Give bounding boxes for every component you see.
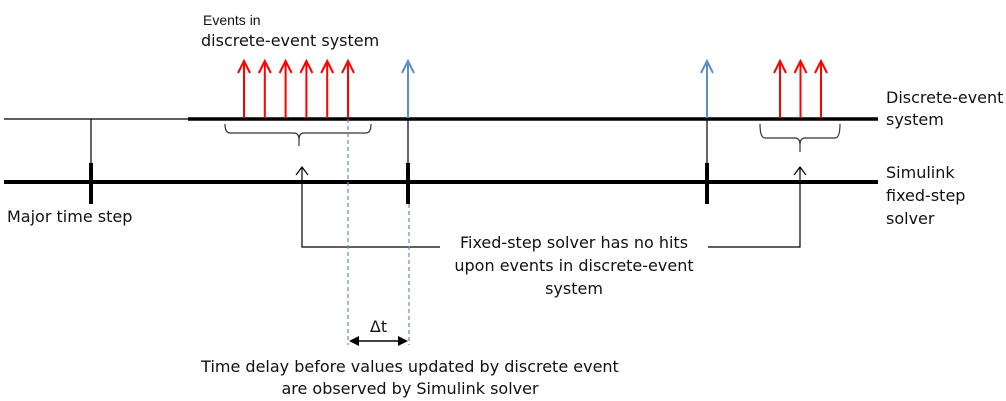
delta-t-label: Δt <box>369 317 388 336</box>
event-arrow <box>237 58 251 118</box>
delta-t-arrow <box>349 336 408 346</box>
event-arrow <box>320 58 335 118</box>
event-arrow <box>278 58 293 118</box>
event-arrow <box>793 58 808 118</box>
callout-arrowhead-left <box>295 166 309 176</box>
major-time-step-ticks <box>89 119 709 204</box>
delay-caption-line2: are observed by Simulink solver <box>281 379 539 398</box>
delta-t-arrowhead-right <box>398 336 408 346</box>
event-arrow <box>341 58 355 118</box>
event-arrow <box>257 58 272 118</box>
right-event-brace <box>759 123 841 152</box>
solver-label-line2: fixed-step <box>886 186 966 205</box>
no-hits-callout <box>295 166 807 248</box>
event-arrow <box>299 58 314 118</box>
callout-arrowhead-right <box>793 166 807 176</box>
solver-label-line3: solver <box>886 209 935 228</box>
no-hits-line2: upon events in discrete-event <box>454 256 694 275</box>
discrete-event-label-line2: system <box>886 110 944 129</box>
event-arrow <box>814 58 828 118</box>
left-event-brace <box>224 123 372 146</box>
major-time-step-label: Major time step <box>7 207 133 226</box>
discrete-event-label-line1: Discrete-event <box>886 88 1004 107</box>
delta-t-arrowhead-left <box>349 336 359 346</box>
delay-caption-line1: Time delay before values updated by disc… <box>201 357 619 376</box>
callout-line-left <box>301 168 440 248</box>
solver-hit-arrow <box>700 58 714 118</box>
solver-label-line1: Simulink <box>886 163 955 182</box>
events-title-line2: discrete-event system <box>201 31 380 50</box>
callout-line-right <box>708 168 801 248</box>
event-arrow <box>773 58 787 118</box>
solver-hit-arrow <box>401 58 415 118</box>
event-arrows <box>237 58 828 118</box>
solver-hit-arrows <box>401 58 714 118</box>
no-hits-line1: Fixed-step solver has no hits <box>459 233 689 252</box>
no-hits-line3: system <box>545 279 603 298</box>
events-title-line1: Events in <box>203 12 261 28</box>
